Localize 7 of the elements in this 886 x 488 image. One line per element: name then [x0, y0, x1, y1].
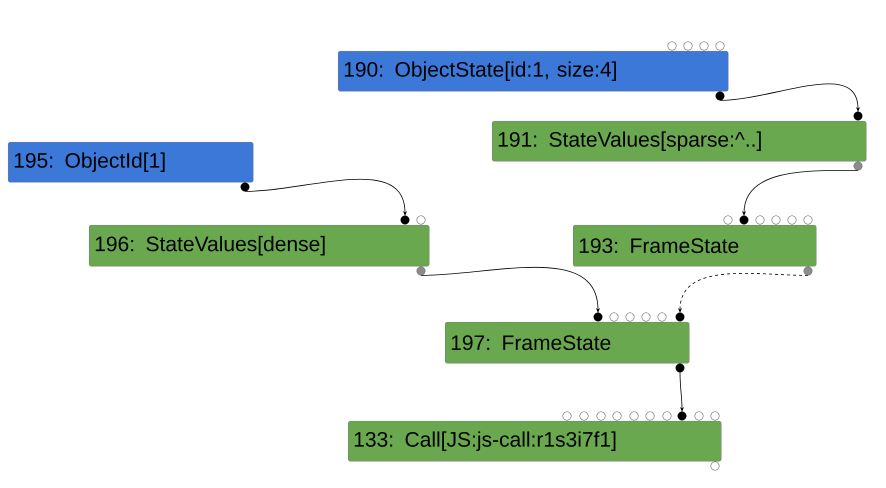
node-box: 197: FrameState [445, 322, 690, 364]
node-box: 195: ObjectId[1] [8, 142, 254, 182]
node-box: 133: Call[JS:js-call:r1s3i7f1] [348, 421, 722, 462]
node-box: 193: FrameState [573, 225, 816, 266]
node-box: 191: StateValues[sparse:^..] [492, 121, 866, 162]
node-box: 190: ObjectState[id:1, size:4] [338, 51, 728, 92]
node-box: 196: StateValues[dense] [89, 225, 430, 266]
